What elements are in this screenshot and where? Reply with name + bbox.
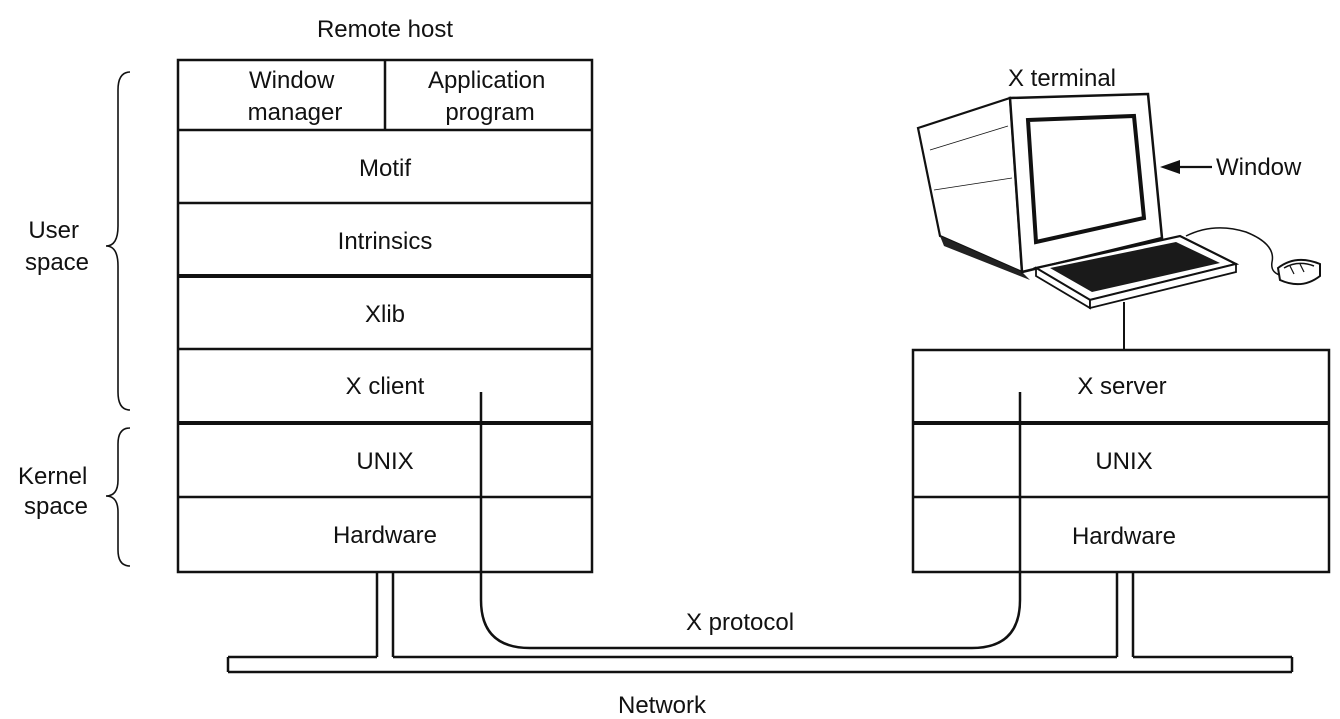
- monitor-side: [916, 96, 1024, 274]
- terminal-unix-layer: UNIX: [1095, 448, 1152, 475]
- remote-host-frame: [176, 58, 594, 574]
- application-program-box: Application program: [428, 67, 552, 126]
- x-terminal-illustration: [916, 92, 1321, 350]
- terminal-hardware-layer: Hardware: [1072, 523, 1176, 550]
- kernel-space-label: Kernel space: [18, 463, 94, 520]
- x-terminal-title: X terminal: [1008, 65, 1116, 92]
- x-protocol-label: X protocol: [686, 609, 794, 636]
- user-space-brace: [105, 71, 131, 411]
- x-server-layer: X server: [1077, 373, 1166, 400]
- monitor-screen: [1025, 113, 1147, 245]
- x-client-layer: X client: [346, 373, 425, 400]
- mouse-icon: [1276, 258, 1321, 286]
- x-terminal-frame: [911, 348, 1331, 574]
- remote-host-stack: [176, 58, 594, 574]
- network-label: Network: [618, 692, 707, 719]
- remote-unix-layer: UNIX: [356, 448, 413, 475]
- mouse-cable: [1185, 227, 1285, 277]
- window-manager-box: Window manager: [248, 67, 343, 126]
- window-label: Window: [1216, 154, 1302, 181]
- x-terminal-stack: [911, 348, 1331, 574]
- user-space-label: User space: [25, 217, 89, 276]
- motif-layer: Motif: [359, 155, 411, 182]
- kernel-space-brace: [105, 427, 131, 567]
- network-bus: [226, 572, 1294, 674]
- x-protocol-path: [479, 392, 1022, 650]
- remote-hardware-layer: Hardware: [333, 522, 437, 549]
- intrinsics-layer: Intrinsics: [338, 228, 433, 255]
- xlib-layer: Xlib: [365, 301, 405, 328]
- remote-host-title: Remote host: [317, 16, 453, 43]
